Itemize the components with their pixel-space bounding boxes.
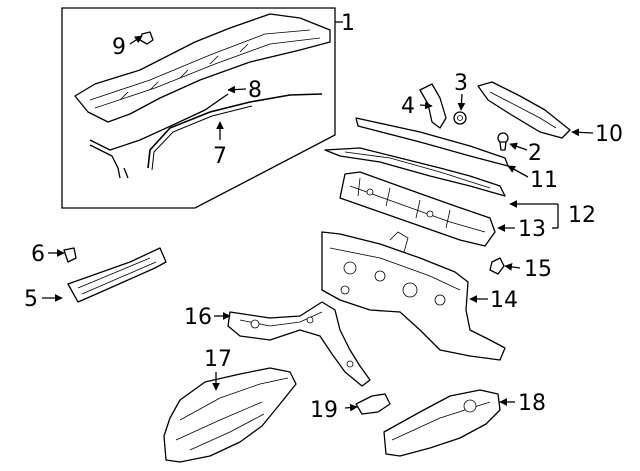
callout-7: 7 — [213, 144, 227, 169]
callout-1: 1 — [341, 11, 355, 36]
leader-lines — [42, 35, 594, 412]
callout-4: 4 — [401, 94, 415, 119]
callout-11: 11 — [530, 168, 558, 193]
insulator-part-17 — [163, 367, 297, 463]
callout-14: 14 — [490, 288, 518, 313]
dash-panel-part-14 — [321, 231, 506, 361]
callout-15: 15 — [524, 257, 552, 282]
push-pin-part-2 — [497, 132, 509, 151]
support-brace-part-16 — [227, 301, 371, 387]
callout-16: 16 — [184, 305, 212, 330]
callout-labels: 1 2 3 4 5 6 7 8 9 10 11 12 13 14 15 16 1… — [24, 11, 623, 423]
callout-12: 12 — [568, 203, 596, 228]
callout-17: 17 — [204, 347, 232, 372]
callout-6: 6 — [31, 242, 45, 267]
seal-strip-part-7 — [147, 93, 323, 171]
cowl-side-panel-part-10 — [477, 81, 571, 139]
callout-10: 10 — [595, 122, 623, 147]
cowl-vent-panel — [74, 13, 331, 123]
bracket-part-19 — [355, 393, 391, 415]
callout-8: 8 — [248, 78, 262, 103]
clip-part-9 — [139, 31, 154, 45]
screw-part-6 — [63, 247, 77, 263]
hose-part-8 — [89, 93, 229, 179]
insulator-part-18 — [383, 389, 501, 457]
bracket-part-4 — [419, 83, 447, 129]
trim-plate-part-5 — [67, 247, 167, 303]
callout-9: 9 — [112, 35, 126, 60]
callout-13: 13 — [518, 217, 546, 242]
cowl-assembly-box — [61, 7, 343, 209]
callout-3: 3 — [454, 71, 468, 96]
callout-5: 5 — [24, 287, 38, 312]
plenum-panel-part-13 — [339, 171, 496, 247]
grommet-part-3 — [453, 111, 467, 125]
callout-19: 19 — [310, 398, 338, 423]
callout-2: 2 — [528, 141, 542, 166]
clip-part-15 — [489, 257, 505, 275]
callout-18: 18 — [518, 391, 546, 416]
